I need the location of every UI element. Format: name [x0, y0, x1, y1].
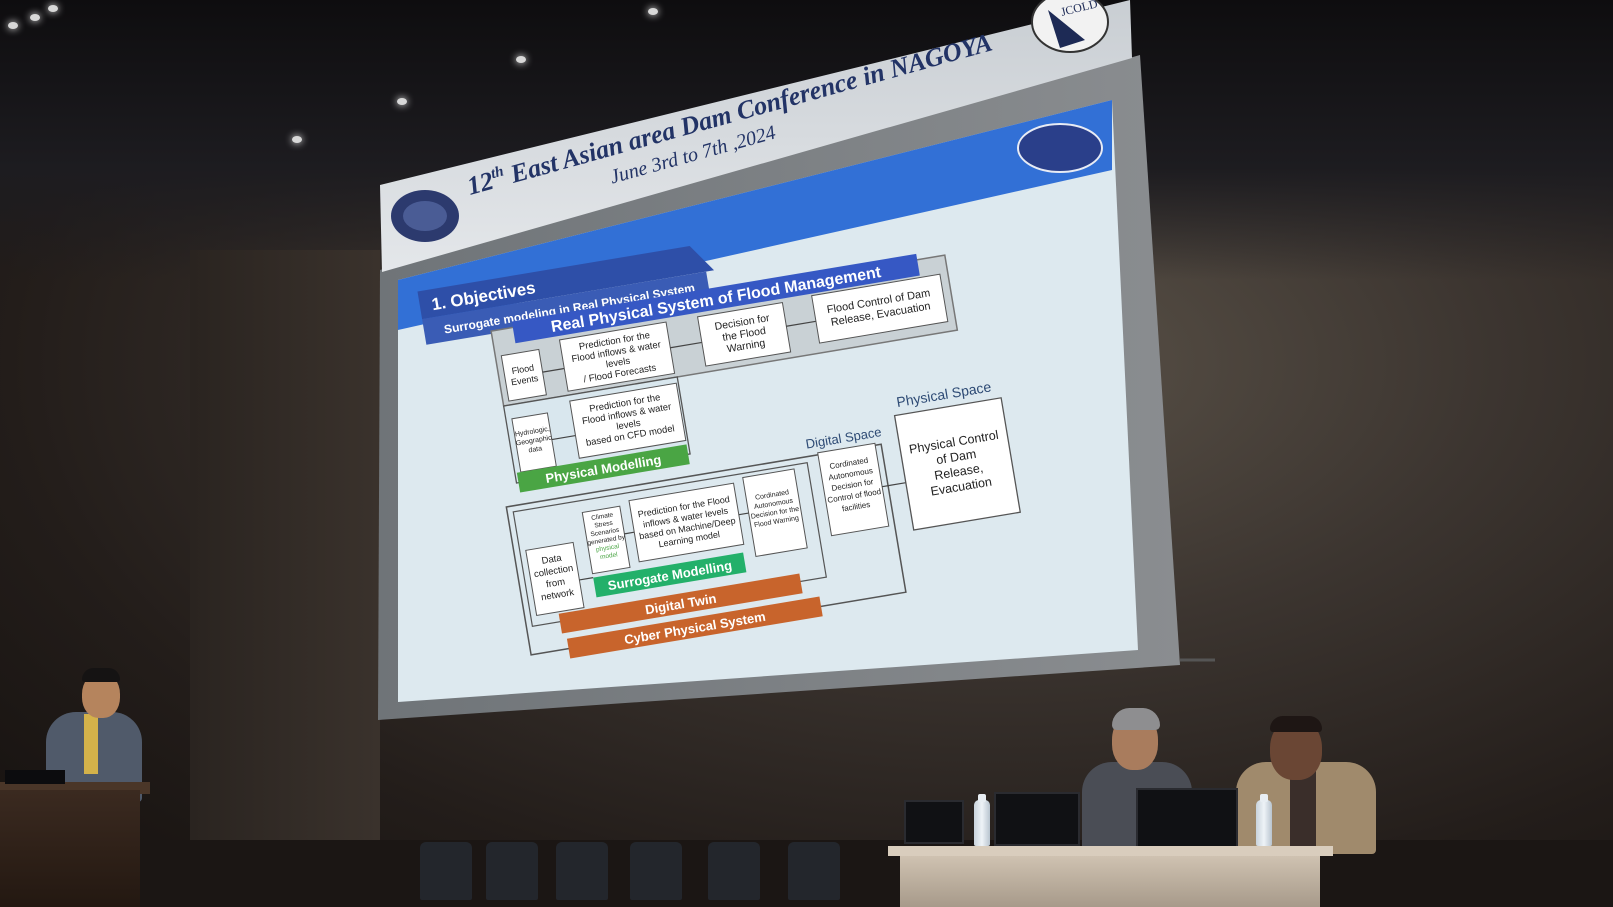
slide-logo [1017, 123, 1103, 173]
audience-chair [630, 842, 682, 900]
speaker-lanyard [84, 714, 98, 774]
box-prediction-ml-text: Prediction for the Floodinflows & water … [635, 494, 738, 553]
speaker-hair [82, 668, 120, 682]
ceiling-light [8, 22, 18, 29]
cyber-physical-label-bg [566, 596, 823, 659]
ceiling-light [30, 14, 40, 21]
audience-chair [556, 842, 608, 900]
ceiling-light [292, 136, 302, 143]
podium [0, 790, 140, 907]
box-coordinated-warning [742, 468, 808, 558]
real-system-header [511, 253, 920, 344]
box-flood-control [811, 273, 949, 344]
ceiling-light [516, 56, 526, 63]
box-flood-events-text: FloodEvents [508, 362, 539, 387]
box-coordinated-control [817, 442, 890, 537]
audience-chair [708, 842, 760, 900]
box-data-collection-text: Datacollectionfromnetwork [531, 551, 578, 604]
water-bottle [1256, 800, 1272, 846]
water-bottle-cap [1260, 794, 1268, 802]
box-flood-control-text: Flood Control of DamRelease, Evacuation [826, 287, 933, 329]
box-physical-control [893, 397, 1022, 531]
water-bottle [974, 800, 990, 846]
ceiling-light [48, 5, 58, 12]
box-prediction-ml [628, 482, 745, 563]
surrogate-label-bg [593, 552, 747, 598]
audience-chair [420, 842, 472, 900]
jcold-logo-mark [1048, 10, 1085, 48]
box-climate-stress-text: ClimateStressScenariosgenerated byphysic… [583, 510, 629, 563]
desk-monitor [994, 792, 1080, 846]
audience-chair [486, 842, 538, 900]
desk-monitor [1136, 788, 1238, 848]
water-bottle-cap [978, 794, 986, 802]
desk-laptop [904, 800, 964, 844]
conference-logo-left-inner [403, 201, 447, 231]
conference-banner [380, 0, 1132, 272]
audience-chair [788, 842, 840, 900]
subtitle-bar [422, 271, 711, 345]
moderator-right-shirt [1290, 770, 1316, 846]
ceiling-light [648, 8, 658, 15]
ceiling-light [397, 98, 407, 105]
digital-twin-label-bg [558, 573, 803, 634]
panel-table-top [888, 846, 1333, 856]
box-coordinated-control-text: CordinatedAutonomousDecision forControl … [821, 454, 883, 515]
box-data-collection [525, 541, 585, 617]
wall-panel [190, 250, 380, 907]
panel-table-front [900, 856, 1320, 907]
box-prediction-cfd [569, 382, 687, 459]
title-tab [417, 245, 715, 320]
moderator-right-hair [1270, 716, 1322, 732]
moderator-left-hair [1112, 708, 1160, 730]
physical-modelling-label-bg [516, 444, 690, 493]
podium-laptop [5, 770, 65, 784]
box-decision-warning [697, 302, 792, 367]
box-climate-stress [581, 505, 631, 575]
